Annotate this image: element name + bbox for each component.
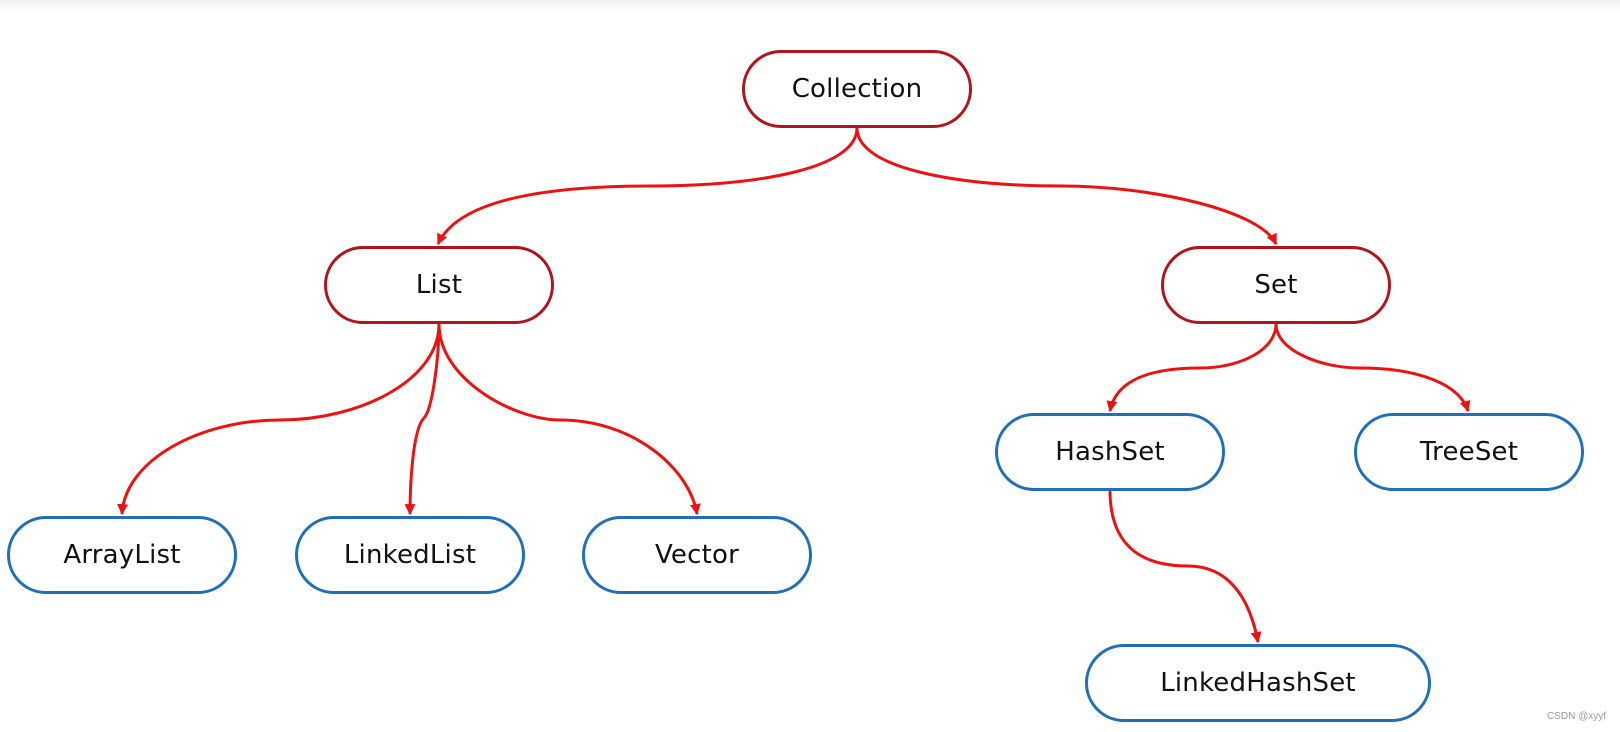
- node-linkedhashset: LinkedHashSet: [1085, 644, 1431, 722]
- edge-set-hashset: [1106, 323, 1278, 413]
- node-linkedlist: LinkedList: [295, 516, 525, 594]
- edge-list-arraylist: [117, 323, 441, 516]
- node-list: List: [324, 246, 554, 324]
- node-vector: Vector: [582, 516, 812, 594]
- watermark: CSDN @xyyf: [1546, 711, 1606, 722]
- edge-list-linkedlist: [404, 323, 441, 516]
- node-treeset: TreeSet: [1354, 413, 1584, 491]
- node-arraylist: ArrayList: [7, 516, 237, 594]
- edge-list-vector: [437, 323, 701, 516]
- edge-hashset-linkedhashset: [1108, 489, 1262, 644]
- node-set: Set: [1161, 246, 1391, 324]
- node-hashset: HashSet: [995, 413, 1225, 491]
- edge-set-treeset: [1274, 323, 1471, 413]
- edge-collection-list: [436, 127, 859, 245]
- edge-collection-set: [855, 127, 1278, 245]
- node-collection: Collection: [742, 50, 972, 128]
- top-shadow: [0, 0, 1620, 14]
